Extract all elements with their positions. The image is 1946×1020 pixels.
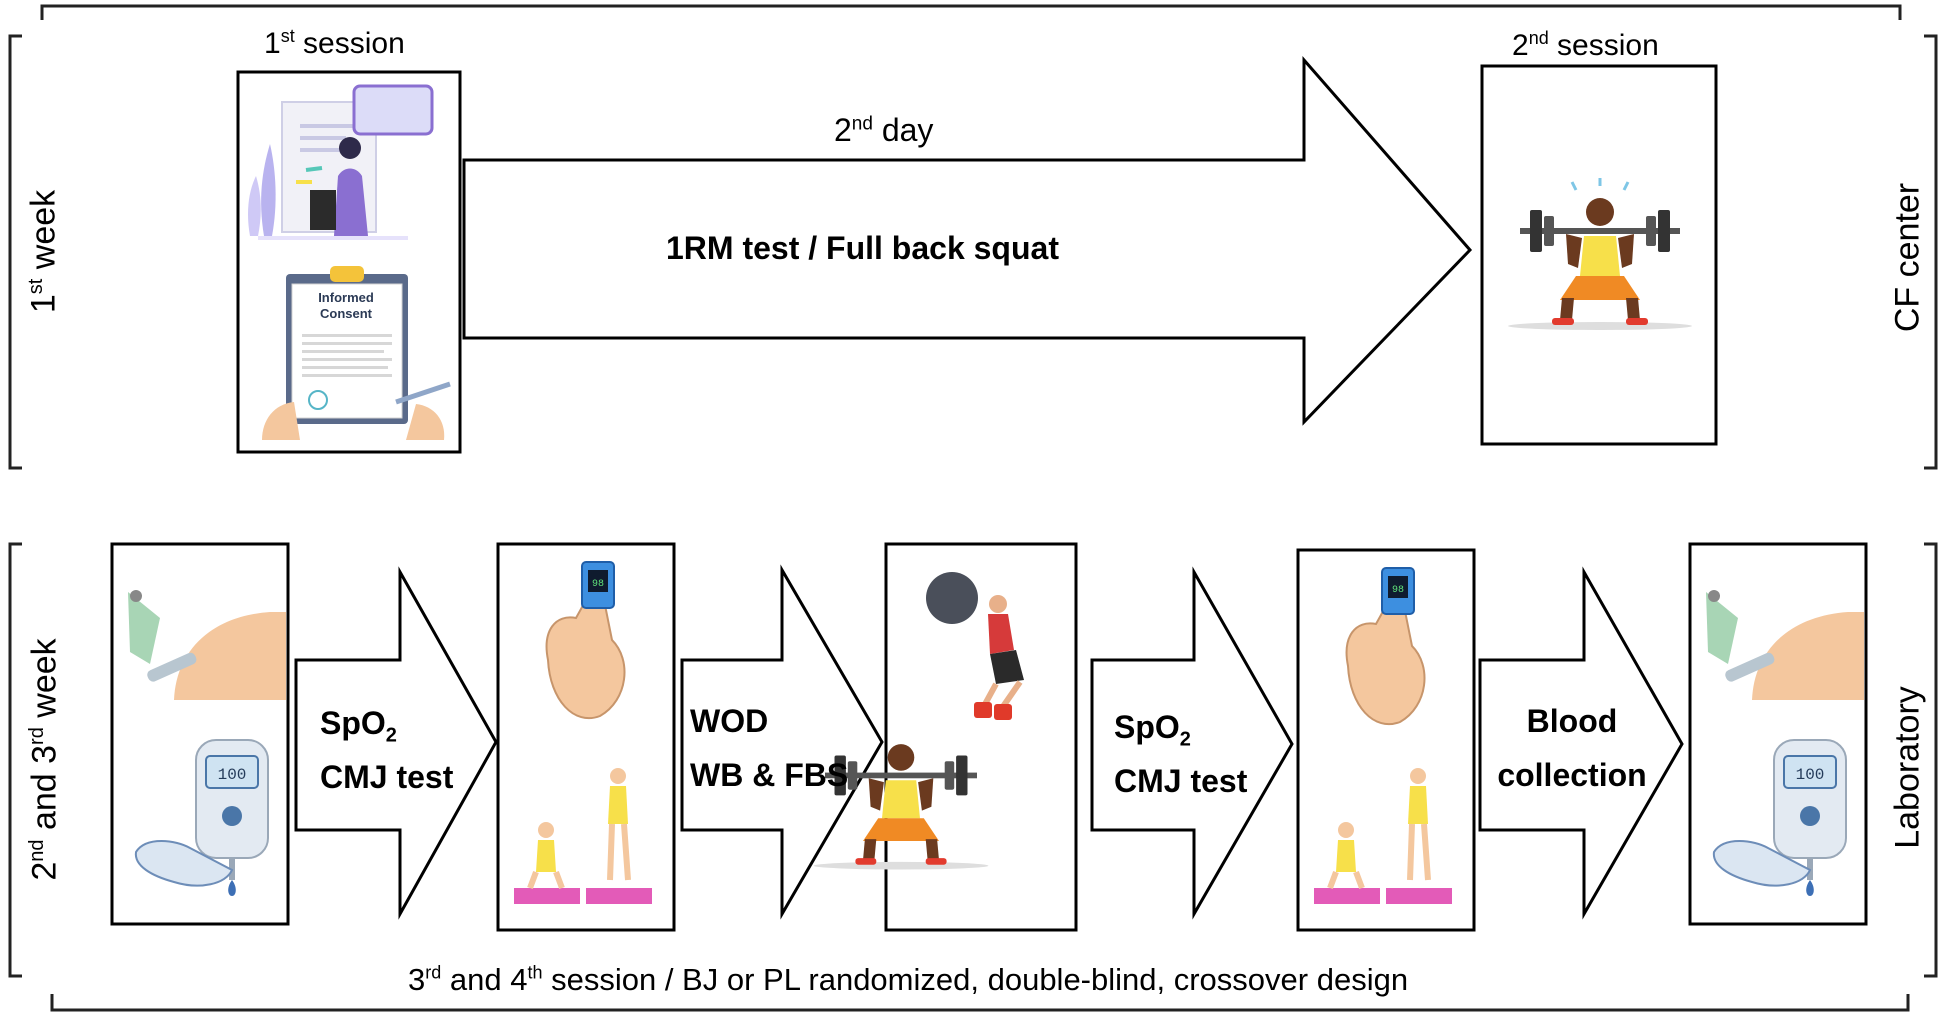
lab-arrow-4 [1478,566,1684,920]
session2-num: 2 [1512,29,1529,62]
session1-num: 1 [264,27,281,60]
arrow3-sub: 2 [1179,728,1191,751]
arrow4-line2: collection [1497,757,1647,794]
lab-arrow-3-label: SpO2 CMJ test [1114,706,1247,802]
footer-num1: 3 [408,962,426,997]
session1-sup: st [280,26,295,46]
arrow2-line1: WOD [690,703,769,739]
day-sup: nd [851,113,873,135]
week1-side-label: 1st week [25,182,64,322]
arrow-day-label: 2nd day [834,112,933,149]
squat-athlete-icon [813,744,989,870]
svg-text:98: 98 [1392,585,1404,596]
week1-sup: st [25,278,48,295]
session2-label: 2nd session [1512,28,1659,63]
arrow3-line2: CMJ test [1114,763,1248,800]
day-num: 2 [834,112,852,148]
blood-draw-icon [1706,590,1864,700]
week23-sup2: rd [26,727,49,745]
footer-text: session / BJ or PL randomized, double-bl… [542,962,1409,997]
lab-arrow-3 [1090,566,1294,920]
week23-sup1: nd [26,839,49,862]
bottom-bracket [50,994,1910,1012]
session2-sup: nd [1528,28,1549,48]
lab-box-3 [884,542,1078,932]
consultation-illustration [248,84,434,240]
week23-left-bracket [8,542,22,978]
footer-sup2: th [527,962,543,983]
footer-sup1: rd [425,962,442,983]
session2-text: session [1548,29,1659,62]
week23-mid: and 3 [25,744,64,840]
lab-arrow-4-label: Blood collection [1492,700,1652,796]
cf-center-label: CF center [1888,182,1927,333]
footer-mid: and 4 [441,962,528,997]
consent-title-line1: Informed [318,290,374,305]
session1-text: session [294,27,405,60]
session1-label: 1st session [264,26,405,61]
informed-consent-clipboard [262,266,451,440]
day-text: day [872,112,934,148]
jumping-athletes-icon [514,768,652,904]
arrow1-line1: SpO [320,705,386,741]
wall-ball-athlete-icon [926,572,1024,720]
week1-num: 1 [24,294,63,314]
arrow1-sub: 2 [385,724,397,747]
arrow4-line1: Blood [1526,703,1618,739]
jumping-athletes-icon [1314,768,1452,904]
lab-arrow-1 [294,566,498,920]
brackets [8,4,1938,1012]
pulse-oximeter-finger-icon: 98 [1345,567,1426,726]
arrow3-line1: SpO [1114,709,1180,745]
week1-text: week [24,189,63,279]
arrow2-line2: WB & FBS [690,757,849,794]
footer-label: 3rd and 4th session / BJ or PL randomize… [408,962,1408,998]
week1-left-bracket [8,34,22,470]
pulse-oximeter-finger-icon: 98 [545,561,626,720]
svg-text:98: 98 [592,579,604,590]
laboratory-label: Laboratory [1888,686,1927,849]
week23-text: week [25,638,64,728]
blood-draw-icon [128,590,286,700]
lab-arrow-1-label: SpO2 CMJ test [320,702,453,798]
week23-right-bracket [1924,542,1938,978]
glucometer-display: 100 [218,766,247,784]
squat-athlete-icon [1508,178,1692,330]
glucometer-icon: 100 [1712,739,1847,896]
week1-right-bracket [1924,34,1938,470]
week1-big-arrow [462,56,1473,426]
lab-arrow-2-label: WOD WB & FBS [690,700,848,796]
arrow1-line2: CMJ test [320,759,454,796]
glucometer-display: 100 [1796,766,1825,784]
week23-side-label: 2nd and 3rd week [26,635,65,885]
lab-arrow-2 [680,564,884,920]
week23-num1: 2 [25,861,64,881]
glucometer-icon: 100 [134,739,269,896]
arrow-test-label: 1RM test / Full back squat [666,230,1059,266]
top-bracket [40,4,1902,20]
consent-title-line2: Consent [320,306,373,321]
